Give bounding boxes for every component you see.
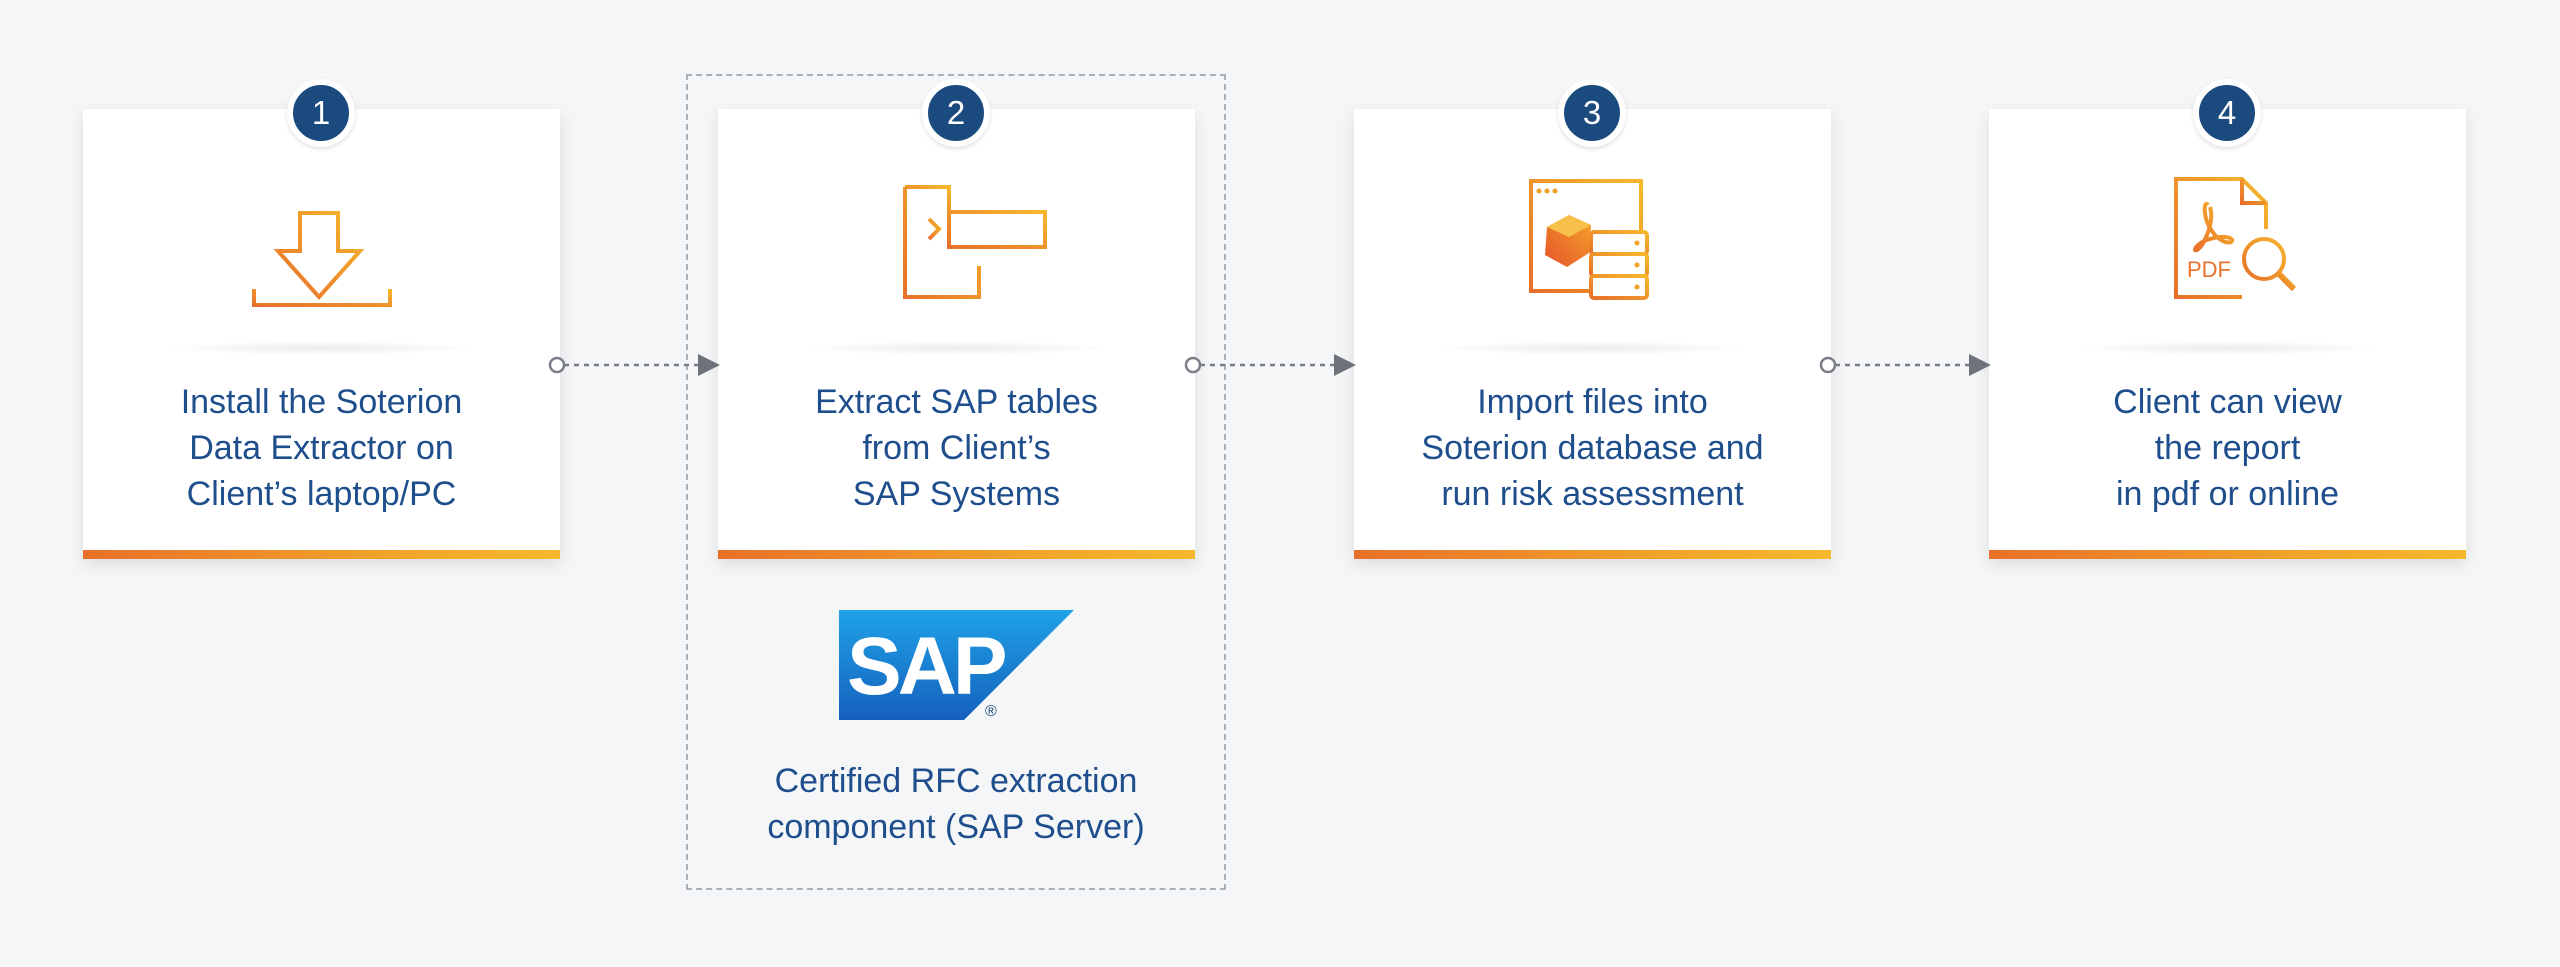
sap-caption-line: component (SAP Server) — [767, 808, 1145, 846]
step-label: Extract SAP tables from Client’s SAP Sys… — [738, 379, 1175, 517]
step-card-3: Import files into Soterion database and … — [1354, 109, 1831, 559]
pdf-icon-text: PDF — [2187, 257, 2231, 282]
step-label-line: the report — [2154, 429, 2301, 467]
step-label-line: Client can view — [2113, 383, 2342, 421]
step-label-line: SAP Systems — [852, 475, 1061, 513]
step-label-line: Client’s laptop/PC — [186, 475, 457, 513]
connector-arrow-3-4 — [1819, 354, 1991, 376]
card-divider — [2069, 341, 2386, 355]
card-accent-bar — [718, 550, 1195, 559]
pdf-search-icon: PDF — [2173, 177, 2296, 299]
table-extract-icon — [902, 185, 1047, 299]
step-card-2: Extract SAP tables from Client’s SAP Sys… — [718, 109, 1195, 559]
step-label-line: from Client’s — [862, 429, 1051, 467]
step-card-4: PDF Client can view the report in pdf or… — [1989, 109, 2466, 559]
step-label: Import files into Soterion database and … — [1374, 379, 1811, 517]
step-card-1: Install the Soterion Data Extractor on C… — [83, 109, 560, 559]
card-accent-bar — [83, 550, 560, 559]
step-label: Install the Soterion Data Extractor on C… — [103, 379, 540, 517]
card-divider — [798, 341, 1115, 355]
card-divider — [163, 341, 480, 355]
sap-logo: SAP ® — [839, 610, 1074, 720]
connector-arrow-1-2 — [548, 354, 720, 376]
step-label-line: Soterion database and — [1421, 429, 1764, 467]
step-number-badge: 3 — [1558, 79, 1626, 147]
step-number-badge: 2 — [922, 79, 990, 147]
sap-caption-line: Certified RFC extraction — [774, 762, 1138, 800]
connector-arrow-2-3 — [1184, 354, 1356, 376]
step-label-line: run risk assessment — [1441, 475, 1744, 513]
database-import-icon — [1528, 179, 1649, 300]
card-accent-bar — [1989, 550, 2466, 559]
sap-extraction-group — [686, 74, 1226, 890]
card-accent-bar — [1354, 550, 1831, 559]
card-divider — [1434, 341, 1751, 355]
download-icon — [251, 185, 392, 307]
sap-caption: Certified RFC extraction component (SAP … — [690, 758, 1222, 850]
step-number-badge: 1 — [287, 79, 355, 147]
step-label-line: Install the Soterion — [180, 383, 463, 421]
step-label-line: Data Extractor on — [189, 429, 454, 467]
step-label-line: in pdf or online — [2115, 475, 2340, 513]
step-label: Client can view the report in pdf or onl… — [2009, 379, 2446, 517]
step-label-line: Extract SAP tables — [815, 383, 1098, 421]
sap-logo-text: SAP — [847, 621, 1005, 712]
step-label-line: Import files into — [1477, 383, 1708, 421]
sap-registered-mark: ® — [985, 703, 997, 720]
step-number-badge: 4 — [2193, 79, 2261, 147]
